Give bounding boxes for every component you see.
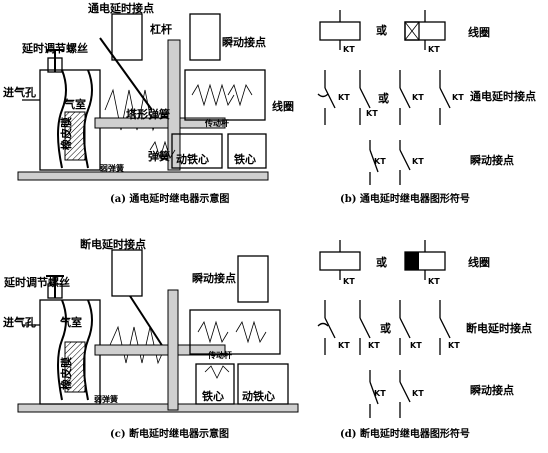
- kt-b-1: KT: [343, 45, 355, 54]
- label-air-chamber-c: 气室: [59, 315, 82, 329]
- kt-b-7: KT: [374, 157, 386, 166]
- label-membrane-c: 橡皮膜: [59, 357, 73, 390]
- kt-b-8: KT: [412, 157, 424, 166]
- or-text-d-2: 或: [380, 321, 391, 335]
- label-push-rod-a: 传动杆: [204, 118, 229, 128]
- kt-d-8: KT: [412, 389, 424, 398]
- coil-label-b: 线圈: [468, 25, 490, 39]
- label-weak-spring-a: 弱弹簧: [100, 163, 124, 173]
- instant-label-d: 瞬动接点: [470, 383, 514, 397]
- label-air-inlet-c: 进气孔: [3, 315, 36, 329]
- panel-c-diagram: [17, 249, 299, 413]
- label-moving-core-c: 动铁心: [242, 389, 275, 403]
- label-spring-a: 弹簧: [148, 149, 170, 163]
- label-coil-a: 线圈: [272, 99, 294, 113]
- label-air-inlet-a: 进气孔: [3, 85, 36, 99]
- label-core-a: 铁心: [234, 152, 256, 166]
- label-delay-contacts-c: 断电延时接点: [80, 237, 146, 251]
- label-delay-contacts-a: 通电延时接点: [88, 1, 154, 15]
- panel-d-symbols: [317, 240, 451, 418]
- label-membrane-a: 橡皮膜: [59, 117, 73, 150]
- kt-d-7: KT: [374, 389, 386, 398]
- coil-label-d: 线圈: [468, 255, 490, 269]
- panel-b-symbols: [317, 10, 451, 185]
- kt-d-4: KT: [368, 341, 380, 350]
- label-instant-contacts-c: 瞬动接点: [192, 271, 236, 285]
- caption-b: (b) 通电延时继电器图形符号: [340, 192, 470, 205]
- or-text-b: 或: [376, 23, 387, 37]
- instant-label-b: 瞬动接点: [470, 153, 514, 167]
- label-tower-spring-a: 塔形弹簧: [126, 107, 170, 121]
- label-air-chamber-a: 气室: [63, 97, 86, 111]
- label-core-c: 铁心: [202, 389, 224, 403]
- kt-b-2: KT: [428, 45, 440, 54]
- kt-d-3: KT: [338, 341, 350, 350]
- caption-c: (c) 断电延时继电器示意图: [110, 427, 229, 440]
- kt-b-3: KT: [338, 93, 350, 102]
- kt-b-5: KT: [412, 93, 424, 102]
- caption-d: (d) 断电延时继电器图形符号: [340, 427, 470, 440]
- kt-b-6: KT: [452, 93, 464, 102]
- kt-b-4: KT: [366, 109, 378, 118]
- label-push-rod-c: 传动杆: [207, 350, 232, 360]
- kt-d-2: KT: [428, 277, 440, 286]
- label-adjust-screw-c: 延时调节螺丝: [3, 275, 70, 289]
- delay-label-d: 断电延时接点: [466, 321, 532, 335]
- or-text-b-2: 或: [378, 91, 389, 105]
- label-lever-a: 杠杆: [150, 22, 172, 36]
- label-adjust-screw-a: 延时调节螺丝: [21, 41, 88, 55]
- label-weak-spring-c: 弱弹簧: [94, 394, 118, 404]
- or-text-d: 或: [376, 255, 387, 269]
- panel-a-diagram: [17, 13, 269, 181]
- label-moving-core-a: 动铁心: [176, 152, 209, 166]
- kt-d-6: KT: [448, 341, 460, 350]
- caption-a: (a) 通电延时继电器示意图: [110, 192, 229, 205]
- label-instant-contacts-a: 瞬动接点: [222, 35, 266, 49]
- kt-d-5: KT: [410, 341, 422, 350]
- kt-d-1: KT: [343, 277, 355, 286]
- delay-label-b: 通电延时接点: [470, 89, 536, 103]
